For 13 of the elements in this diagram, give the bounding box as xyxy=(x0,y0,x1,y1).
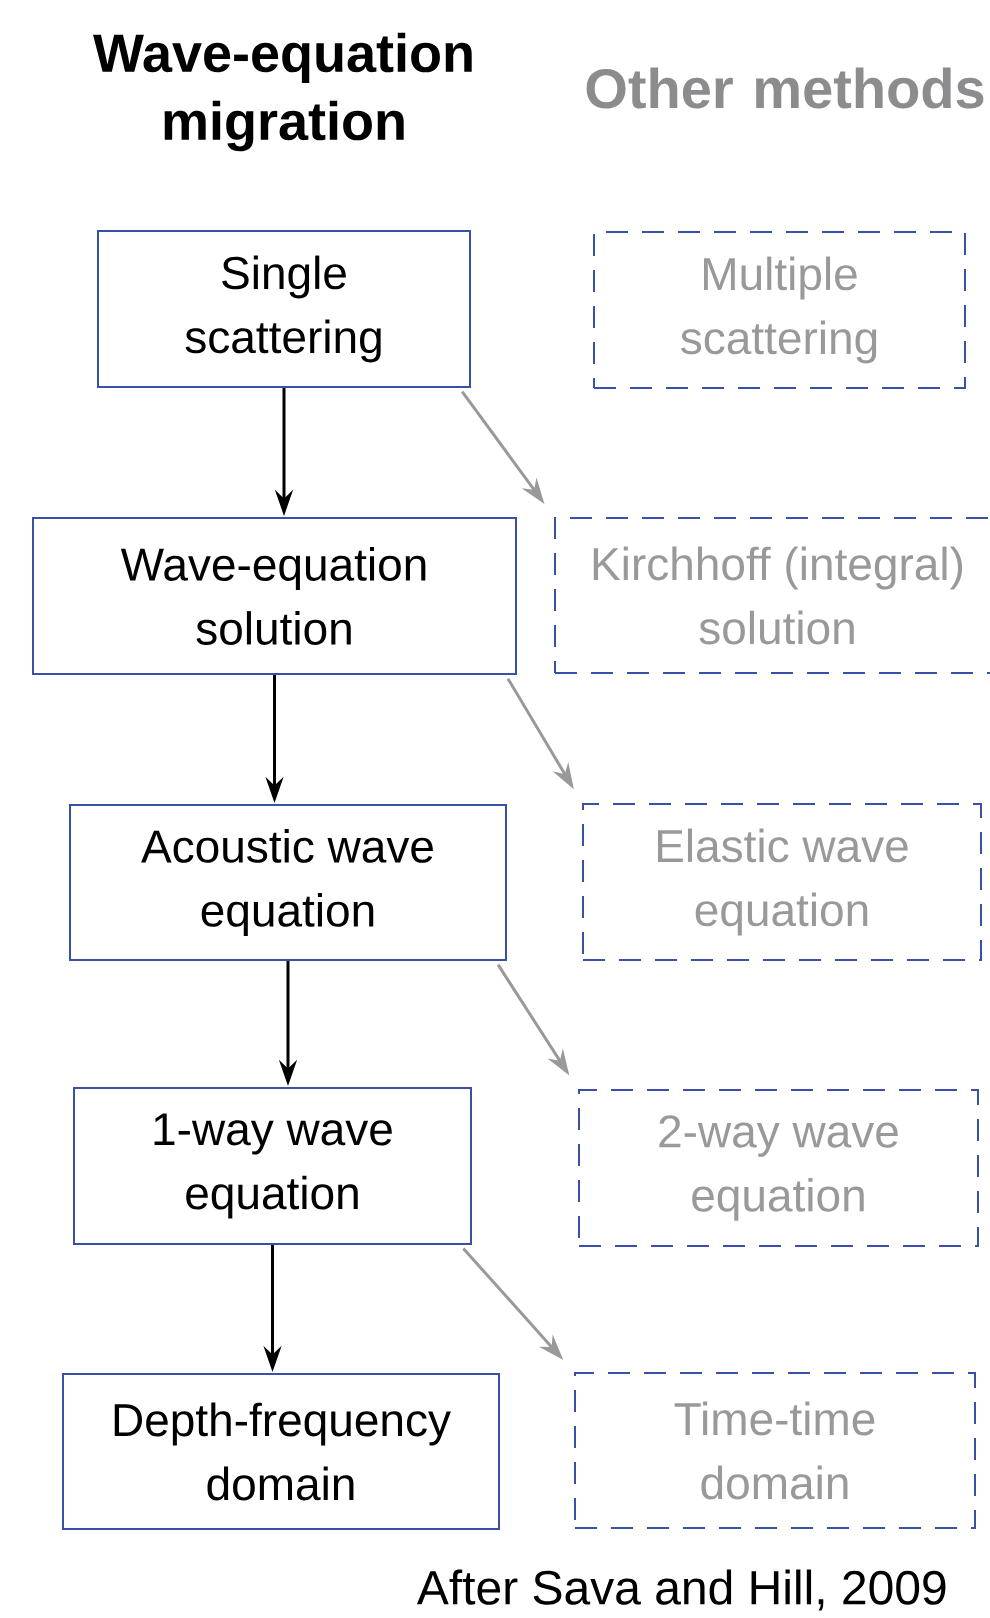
method-box: Acoustic wave equation xyxy=(69,804,507,961)
method-box: Wave-equation solution xyxy=(32,517,517,675)
method-box: Depth-frequency domain xyxy=(62,1373,500,1530)
heading: Other methods xyxy=(586,67,984,109)
method-box: Single scattering xyxy=(97,230,471,388)
alternative-box: Kirchhoff (integral) solution xyxy=(554,517,990,674)
method-box: 1-way wave equation xyxy=(73,1087,472,1245)
alternative-box: Elastic wave equation xyxy=(582,803,982,961)
alternative-box: Time-time domain xyxy=(574,1372,976,1529)
caption: After Sava and Hill, 2009 xyxy=(416,1569,946,1611)
alternative-box: 2-way wave equation xyxy=(578,1089,979,1247)
heading: Wave-equation migration xyxy=(93,32,472,152)
alternative-box: Multiple scattering xyxy=(593,231,966,389)
